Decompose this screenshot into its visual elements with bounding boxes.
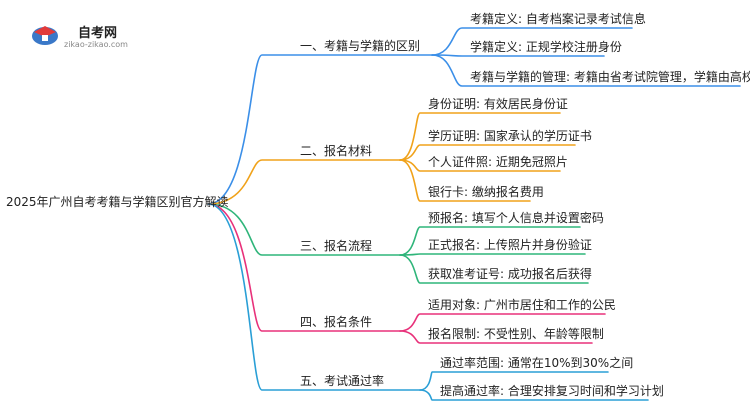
leaf-topic-3-2: 正式报名: 上传照片并身份验证 [428,238,592,252]
leaf-connector-1-1 [431,27,633,56]
branch-connector-4 [207,203,401,332]
branch-connector-3 [207,203,401,256]
branch-topic-4: 四、报名条件 [300,315,373,329]
leaf-topic-4-2: 报名限制: 不受性别、年龄等限制 [428,327,604,341]
leaf-connector-1-3 [431,54,741,87]
leaf-topic-1-1: 考籍定义: 自考档案记录考试信息 [470,12,646,26]
branch-topic-5: 五、考试通过率 [300,374,385,388]
leaf-topic-1-2: 学籍定义: 正规学校注册身份 [470,40,622,54]
leaf-topic-5-2: 提高通过率: 合理安排复习时间和学习计划 [440,384,664,398]
logo-url: zikao-zikao.com [64,40,128,49]
leaf-connector-2-1 [399,112,561,161]
leaf-connector-3-1 [399,226,581,256]
graduation-cap-icon [32,26,58,45]
leaf-connector-2-2 [399,144,576,161]
branch-connector-1 [207,54,433,205]
leaf-connector-5-2 [419,389,649,401]
leaf-topic-2-4: 银行卡: 缴纳报名费用 [428,185,544,199]
leaf-topic-2-2: 学历证明: 国家承认的学历证书 [428,129,592,143]
leaf-topic-3-1: 预报名: 填写个人信息并设置密码 [428,211,604,225]
branch-topic-1: 一、考籍与学籍的区别 [300,39,421,53]
leaf-topic-5-1: 通过率范围: 通常在10%到30%之间 [440,356,634,370]
logo-title: 自考网 [78,26,118,41]
logo: 自考网 zikao-zikao.com [30,16,140,56]
leaf-connector-4-2 [399,330,593,344]
leaf-topic-2-1: 身份证明: 有效居民身份证 [428,97,568,111]
leaf-topic-4-1: 适用对象: 广州市居住和工作的公民 [428,298,616,312]
leaf-connector-5-1 [419,371,609,391]
branch-connector-5 [207,203,421,391]
root-topic: 2025年广州自考考籍与学籍区别官方解读 [6,195,229,209]
leaf-connector-3-2 [399,253,586,256]
leaf-connector-2-4 [399,159,531,202]
leaf-connector-4-1 [399,313,606,332]
leaf-connector-3-3 [399,254,589,284]
branch-topic-3: 三、报名流程 [300,239,373,253]
leaf-topic-2-3: 个人证件照: 近期免冠照片 [428,155,568,169]
leaf-connector-1-2 [431,54,605,57]
leaf-topic-1-3: 考籍与学籍的管理: 考籍由省考试院管理，学籍由高校管理 [470,70,750,84]
leaf-topic-3-3: 获取准考证号: 成功报名后获得 [428,267,592,281]
branch-connector-2 [207,159,401,205]
branch-topic-2: 二、报名材料 [300,144,373,158]
